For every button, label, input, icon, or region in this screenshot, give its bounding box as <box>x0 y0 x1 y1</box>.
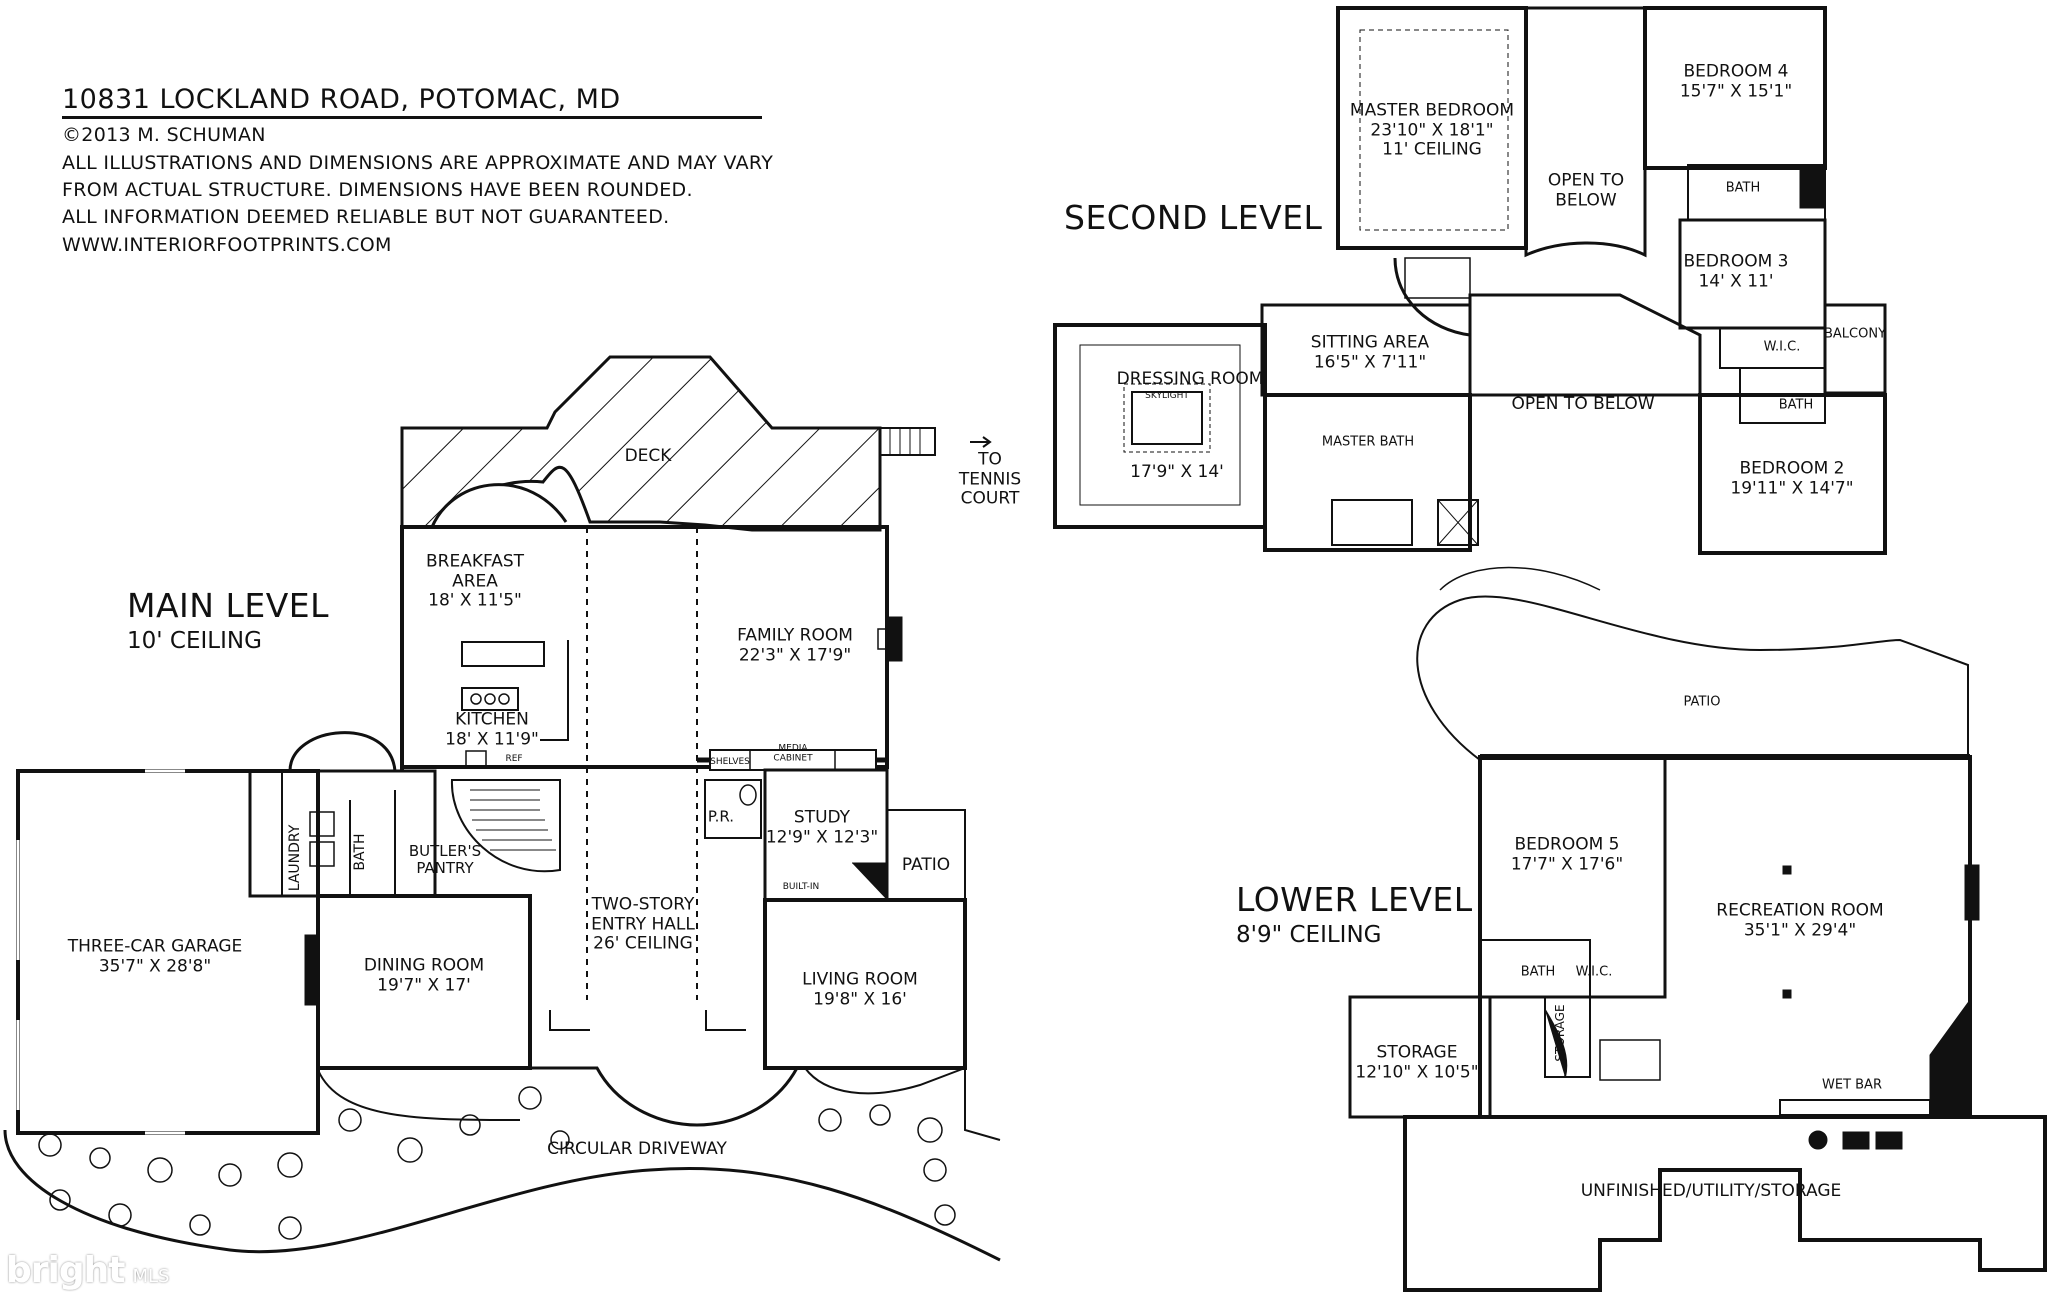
wic-lower-label: W.I.C. <box>1575 964 1613 980</box>
disclaimer-line-1: ALL ILLUSTRATIONS AND DIMENSIONS ARE APP… <box>62 152 774 174</box>
shelves-label: SHELVES <box>710 756 750 767</box>
bath-main-label: BATH <box>351 833 368 871</box>
storage-closet-label: STORAGE <box>1553 1004 1568 1062</box>
copyright-text: ©2013 M. SCHUMAN <box>62 124 266 146</box>
open-to-below-mid-label: OPEN TO BELOW <box>1511 394 1655 415</box>
wic-second-label: W.I.C. <box>1763 339 1801 355</box>
patio-curve <box>1416 595 1969 761</box>
bright-mls-logo: bright MLS <box>6 1250 170 1291</box>
second-level-title: SECOND LEVEL <box>1064 198 1323 237</box>
laundry-label: LAUNDRY <box>286 824 303 892</box>
patio-small-label: PATIO <box>901 855 951 876</box>
powder-room-label: P.R. <box>707 807 735 826</box>
bath-b4-label: BATH <box>1725 180 1761 196</box>
main-level-ceiling: 10' CEILING <box>127 628 262 654</box>
dressing-room-label: DRESSING ROOM <box>1116 369 1264 390</box>
deck-label: DECK <box>624 446 672 467</box>
skylight-label: SKYLIGHT <box>1145 390 1189 401</box>
disclaimer-line-2: FROM ACTUAL STRUCTURE. DIMENSIONS HAVE B… <box>62 179 693 201</box>
main-level-plan <box>3 355 1001 1262</box>
second-level-plan <box>1053 6 1887 555</box>
lower-level-plan <box>1348 566 2047 1292</box>
bath-b2-label: BATH <box>1778 397 1814 413</box>
built-in-label: BUILT-IN <box>782 881 820 892</box>
header-divider <box>62 116 762 119</box>
main-level-title: MAIN LEVEL <box>127 586 330 625</box>
circular-driveway-label: CIRCULAR DRIVEWAY <box>547 1139 727 1160</box>
circular-driveway-edge <box>3 1129 1001 1262</box>
wet-bar-label: WET BAR <box>1822 1077 1882 1093</box>
balcony-label: BALCONY <box>1823 326 1887 342</box>
utility-label: UNFINISHED/UTILITY/STORAGE <box>1580 1181 1842 1202</box>
patio-lower-label: PATIO <box>1683 694 1721 710</box>
lower-level-ceiling: 8'9" CEILING <box>1236 922 1382 948</box>
bath-lower-label: BATH <box>1520 964 1556 980</box>
property-address: 10831 LOCKLAND ROAD, POTOMAC, MD <box>62 84 621 115</box>
unfinished-outline <box>1403 1115 2047 1292</box>
master-bath-label: MASTER BATH <box>1321 434 1415 450</box>
website-text: WWW.INTERIORFOOTPRINTS.COM <box>62 234 392 256</box>
ref-label: REF <box>505 753 523 764</box>
lower-level-title: LOWER LEVEL <box>1236 880 1473 919</box>
dressing-room-outline <box>1053 323 1267 529</box>
dressing-room-dims: 17'9" X 14' <box>1130 462 1224 483</box>
disclaimer-line-3: ALL INFORMATION DEEMED RELIABLE BUT NOT … <box>62 206 670 228</box>
